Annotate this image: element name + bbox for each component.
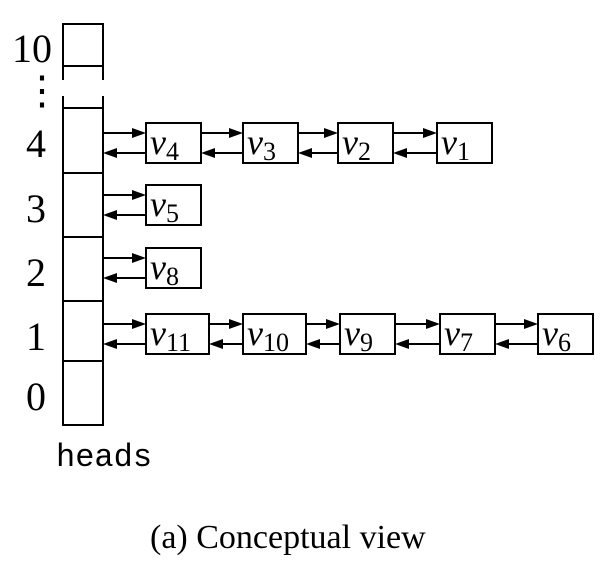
svg-text:v10: v10 <box>247 313 289 357</box>
node-v9: v9 <box>339 313 396 357</box>
heads-cell-3 <box>62 172 104 238</box>
link-next-4-0 <box>103 128 146 138</box>
svg-text:v2: v2 <box>342 122 371 166</box>
index-label-3: 3 <box>26 186 46 231</box>
node-v11: v11 <box>145 313 210 357</box>
svg-text:v11: v11 <box>150 313 191 357</box>
node-v7: v7 <box>439 313 496 357</box>
figure-caption: (a) Conceptual view <box>150 519 426 556</box>
heads-label: heads <box>56 439 152 476</box>
svg-text:v9: v9 <box>344 313 373 357</box>
link-prev-1-2 <box>306 339 340 349</box>
link-prev-3-0 <box>103 210 146 220</box>
link-next-4-2 <box>298 128 338 138</box>
link-prev-1-4 <box>495 339 538 349</box>
node-v5: v5 <box>145 184 202 228</box>
node-v8: v8 <box>145 247 202 291</box>
svg-text:v8: v8 <box>150 247 179 291</box>
link-next-1-2 <box>306 319 340 329</box>
heads-array <box>62 23 104 426</box>
node-v2: v2 <box>337 122 394 166</box>
index-label-4: 4 <box>26 121 46 166</box>
node-v4: v4 <box>145 122 202 166</box>
link-prev-1-0 <box>103 339 146 349</box>
link-next-2-0 <box>103 253 146 263</box>
link-next-1-4 <box>495 319 538 329</box>
link-next-4-3 <box>393 128 437 138</box>
svg-text:v5: v5 <box>150 184 179 228</box>
heads-cell-0 <box>62 360 104 426</box>
link-prev-4-2 <box>298 148 338 158</box>
link-next-1-3 <box>395 319 440 329</box>
heads-cell-10 <box>62 23 104 67</box>
svg-text:v3: v3 <box>247 122 276 166</box>
node-v1: v1 <box>436 122 493 166</box>
link-next-1-0 <box>103 319 146 329</box>
link-next-4-1 <box>201 128 243 138</box>
heads-cell-4 <box>62 107 104 174</box>
index-label-1: 1 <box>26 314 46 359</box>
heads-cell-1 <box>62 300 104 362</box>
index-label-2: 2 <box>26 250 46 295</box>
index-label-0: 0 <box>26 374 46 419</box>
node-v6: v6 <box>537 313 594 357</box>
link-prev-4-3 <box>393 148 437 158</box>
node-v3: v3 <box>242 122 299 166</box>
index-ellipsis: ⋮ <box>22 68 62 113</box>
index-label-10: 10 <box>12 26 52 71</box>
link-next-1-1 <box>209 319 243 329</box>
link-prev-4-1 <box>201 148 243 158</box>
linked-lists: v4 v3 v2 v1 v5 v8 v11 v10 v9 v7 v6 <box>103 122 594 357</box>
svg-text:v6: v6 <box>542 313 571 357</box>
node-v10: v10 <box>242 313 307 357</box>
svg-text:v1: v1 <box>441 122 470 166</box>
heads-cell-2 <box>62 236 104 302</box>
heads-cell-ellipsis <box>62 66 104 108</box>
link-prev-1-1 <box>209 339 243 349</box>
link-prev-1-3 <box>395 339 440 349</box>
link-prev-4-0 <box>103 148 146 158</box>
svg-text:v7: v7 <box>444 313 473 357</box>
link-next-3-0 <box>103 190 146 200</box>
link-prev-2-0 <box>103 273 146 283</box>
svg-text:v4: v4 <box>150 122 179 166</box>
